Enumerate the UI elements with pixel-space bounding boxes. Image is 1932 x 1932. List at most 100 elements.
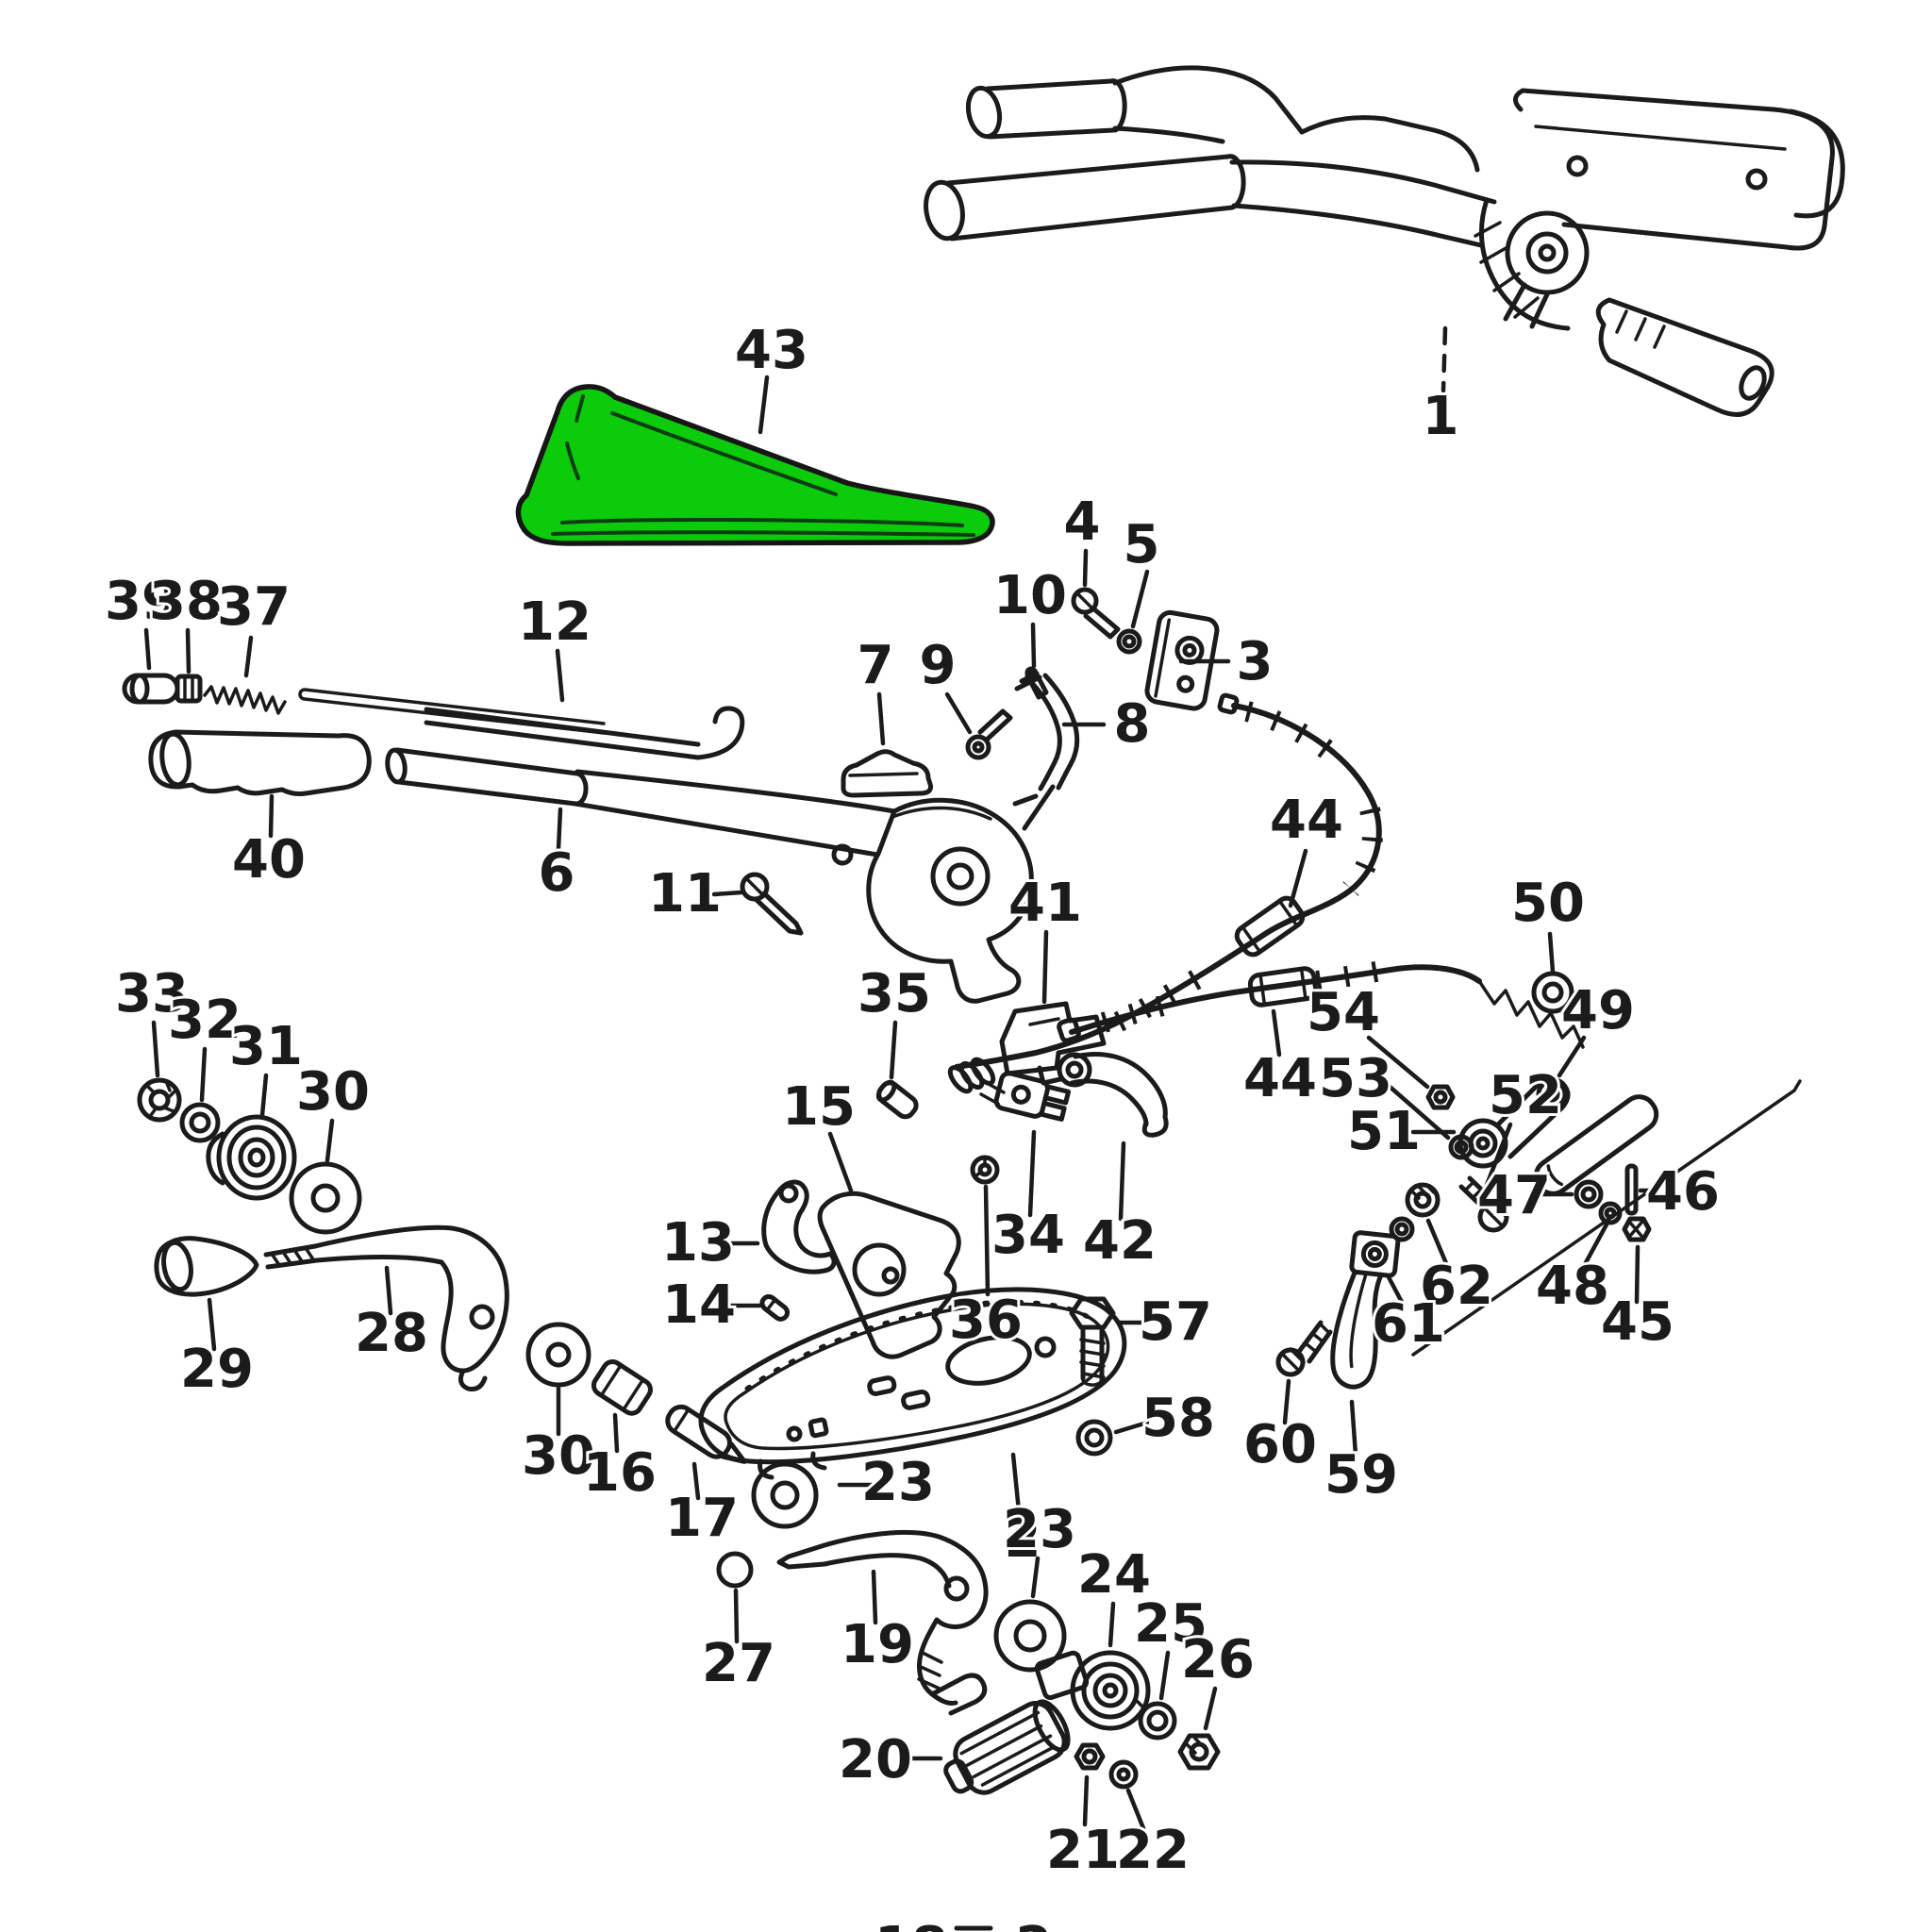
part-61-cable-clamp [1330, 1230, 1401, 1390]
part-label-31: 31 [229, 1016, 303, 1077]
part-22-washer [1108, 1759, 1139, 1790]
leader-line-44-upper [1288, 848, 1308, 908]
leader-line-34 [1027, 1129, 1037, 1218]
part-2-mounting-plate [698, 1287, 1127, 1480]
part-60-bolt [1275, 1320, 1333, 1377]
leader-line-36 [983, 1184, 991, 1297]
part-label-37: 37 [217, 576, 291, 638]
part-42-cam-lever [1057, 1052, 1169, 1138]
leader-line-37 [243, 635, 254, 678]
leader-line-17 [691, 1461, 701, 1501]
part-label-36: 36 [949, 1290, 1023, 1351]
leader-line-7 [876, 691, 886, 746]
leader-line-52 [1484, 1122, 1513, 1188]
part-19-lever [776, 1530, 989, 1716]
part-23-washer-right [993, 1599, 1067, 1673]
part-40-handle-grip [148, 729, 372, 796]
part-46-pin [1624, 1163, 1639, 1216]
part-28-release-lever [263, 1224, 509, 1391]
part-13-pawl [761, 1179, 837, 1274]
leader-line-61 [1385, 1273, 1407, 1308]
part-label-49: 49 [1561, 980, 1635, 1041]
part-label-13: 13 [661, 1212, 735, 1274]
part-label-51: 51 [1347, 1101, 1421, 1162]
part-label-54: 54 [1307, 982, 1380, 1043]
part-label-39: 39 [105, 571, 178, 632]
part-label-43: 43 [735, 320, 808, 381]
leader-line-30-upper [325, 1118, 335, 1163]
part-15-gusset-plate [817, 1191, 961, 1359]
leader-line-38 [185, 627, 192, 675]
part-34-clevis [947, 1057, 1072, 1122]
leader-line-60 [1282, 1378, 1291, 1425]
part-20-roller [943, 1699, 1071, 1795]
part-label-16: 16 [583, 1442, 657, 1504]
part-25-ring [1135, 1699, 1177, 1740]
part-label-53: 53 [1319, 1048, 1392, 1109]
part-41-bracket [999, 1001, 1107, 1086]
part-label-62: 62 [1420, 1256, 1493, 1317]
leader-line-11 [711, 890, 744, 897]
part-label-22: 22 [1116, 1820, 1190, 1881]
part-9-pin-screw [965, 708, 1013, 760]
leader-line-24 [1108, 1601, 1116, 1648]
part-7-trim-clip [841, 749, 933, 798]
part-label-30-upper: 30 [296, 1061, 370, 1123]
part-label-8: 8 [1114, 693, 1151, 755]
part-label-46: 46 [1646, 1161, 1720, 1223]
part-label-50: 50 [1511, 873, 1585, 934]
part-11-screw [740, 872, 804, 936]
part-label-30-lower: 30 [522, 1425, 595, 1487]
part-6-brake-lever [385, 747, 1034, 1004]
part-label-44-upper: 44 [1270, 790, 1343, 851]
part-label-24: 24 [1077, 1544, 1151, 1606]
part-label-47: 47 [1477, 1165, 1551, 1226]
part-43-handbrake-boot-highlighted [515, 384, 995, 546]
part-52-bolt [1458, 1175, 1509, 1233]
part-label-19: 19 [841, 1614, 914, 1675]
part-label-23-right: 23 [1003, 1499, 1076, 1560]
part-8-bent-lever [1012, 671, 1080, 831]
leader-line-29 [207, 1297, 217, 1352]
part-51-link-lever [1457, 1076, 1571, 1169]
part-label-29: 29 [180, 1339, 254, 1400]
part-12-pull-rod [298, 688, 745, 760]
part-29-knob [154, 1236, 259, 1297]
part-label-57: 57 [1139, 1291, 1212, 1353]
leader-line-44-lower [1271, 1008, 1282, 1058]
part-label-2: 2 [1005, 1508, 1041, 1570]
part-58-washer [1075, 1419, 1113, 1457]
part-54-nut [1425, 1084, 1456, 1110]
part-5-washer [1116, 628, 1142, 655]
part-label-4: 4 [1064, 491, 1101, 553]
leader-line-26 [1203, 1686, 1218, 1731]
part-label-7: 7 [858, 635, 894, 696]
part-38-bushing [175, 674, 203, 704]
leader-line-16 [612, 1412, 620, 1454]
part-label-34: 34 [991, 1205, 1065, 1266]
part-label-28: 28 [355, 1303, 428, 1364]
leader-line-4 [1082, 548, 1089, 588]
leader-line-49 [1557, 1035, 1587, 1078]
part-label-10: 10 [993, 565, 1067, 626]
leader-line-58 [1113, 1420, 1150, 1435]
part-57-bolt [1069, 1296, 1116, 1387]
leader-line-19 [871, 1569, 878, 1625]
part-label-11: 11 [648, 863, 722, 924]
part-label-61: 61 [1372, 1293, 1445, 1355]
part-label-58: 58 [1141, 1388, 1215, 1449]
part-label-52: 52 [1489, 1065, 1562, 1126]
part-label-5: 5 [1124, 514, 1160, 575]
leader-line-12 [555, 648, 565, 703]
part-35-pin [875, 1079, 919, 1120]
leader-line-35 [889, 1020, 898, 1080]
leader-line-39 [143, 627, 152, 671]
leader-line-42 [1118, 1141, 1126, 1222]
leader-line-33 [151, 1020, 160, 1078]
leader-line-27 [733, 1588, 740, 1644]
leader-line-50 [1547, 931, 1556, 974]
leader-line-43 [758, 375, 770, 435]
part-label-33: 33 [115, 963, 189, 1024]
part-16-bushing [591, 1358, 653, 1416]
part-23-washer-left [751, 1461, 819, 1529]
